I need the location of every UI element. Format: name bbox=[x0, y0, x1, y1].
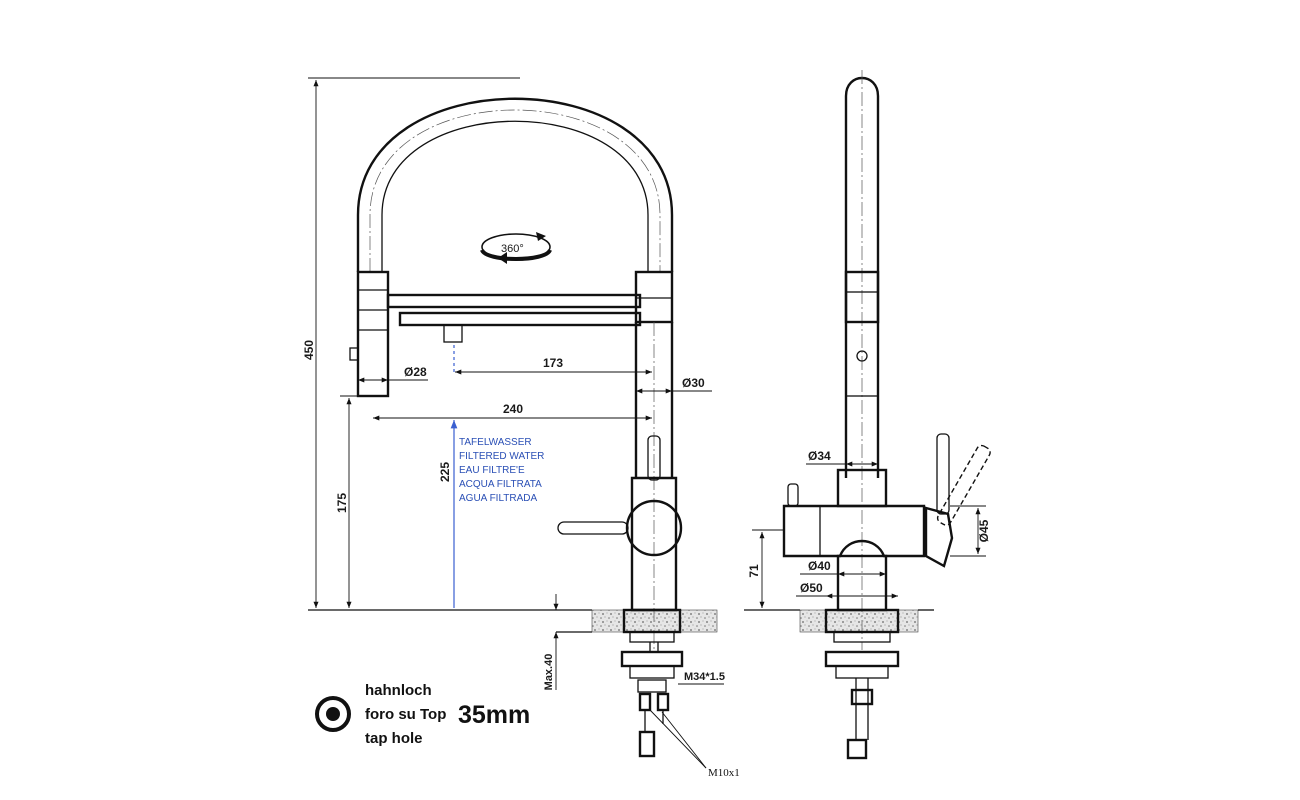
right-collar bbox=[634, 270, 674, 324]
rotation-360-icon: 360° bbox=[480, 232, 552, 264]
side-head bbox=[845, 291, 879, 397]
side-knob bbox=[787, 483, 799, 507]
side-lever-joint bbox=[924, 506, 954, 568]
hose-fitting-2 bbox=[656, 692, 670, 712]
dim-head-diameter: Ø28 bbox=[404, 365, 427, 379]
dim-tube-diameter: Ø30 bbox=[682, 376, 705, 390]
filtered-water-label-it: ACQUA FILTRATA bbox=[459, 479, 542, 490]
arch-spout-inner bbox=[381, 120, 649, 272]
dim-filtered-height: 225 bbox=[438, 462, 452, 482]
side-cartridge bbox=[782, 504, 926, 558]
spray-button bbox=[349, 347, 359, 361]
dim-spout-height: 175 bbox=[335, 493, 349, 513]
filter-outlet bbox=[443, 324, 463, 343]
side-lever bbox=[936, 433, 950, 515]
side-lever-ghost bbox=[936, 444, 991, 526]
tap-hole-label-en: tap hole bbox=[365, 730, 423, 747]
lever-hub bbox=[625, 499, 683, 557]
dim-body-diameter: Ø34 bbox=[808, 449, 831, 463]
dim-total-reach: 240 bbox=[503, 402, 523, 416]
upper-bar bbox=[386, 293, 642, 309]
countertop-front bbox=[591, 609, 718, 633]
dim-thread: M34*1.5 bbox=[684, 671, 725, 683]
top-lever bbox=[647, 435, 661, 481]
dim-base-diameter: Ø40 bbox=[808, 559, 831, 573]
clamp-nut bbox=[620, 650, 684, 668]
side-view: Ø34 Ø45 71 Ø40 Ø50 bbox=[744, 70, 991, 760]
tap-hole-icon bbox=[315, 696, 351, 732]
countertop-side bbox=[799, 609, 919, 633]
dim-max-counter: Max.40 bbox=[543, 654, 555, 691]
filtered-water-label-es: AGUA FILTRADA bbox=[459, 493, 537, 504]
filter-lever bbox=[557, 521, 629, 535]
hose-thread-label: M10x1 bbox=[708, 767, 740, 779]
dim-side-height: 71 bbox=[747, 564, 761, 578]
dim-lever-diameter: Ø45 bbox=[977, 519, 991, 542]
dim-flange-diameter: Ø50 bbox=[800, 581, 823, 595]
side-hose-end bbox=[846, 738, 868, 760]
arch-spout-outer bbox=[356, 97, 674, 272]
filtered-water-label-fr: EAU FILTRE'E bbox=[459, 465, 525, 476]
filtered-water-label-de: TAFELWASSER bbox=[459, 437, 532, 448]
filtered-water-label-en: FILTERED WATER bbox=[459, 451, 544, 462]
side-button bbox=[856, 350, 868, 362]
tap-hole-label-it: foro su Top bbox=[365, 706, 446, 723]
tap-hole-size: 35mm bbox=[458, 701, 530, 729]
dim-overall-height: 450 bbox=[302, 340, 316, 360]
tap-hole-legend: hahnloch foro su Top tap hole 35mm bbox=[315, 682, 530, 747]
tap-hole-label-de: hahnloch bbox=[365, 682, 432, 699]
spray-head bbox=[356, 270, 390, 398]
lower-bar bbox=[398, 311, 642, 327]
hose-fitting-1 bbox=[638, 692, 652, 712]
side-clamp-nut bbox=[824, 650, 900, 668]
rotation-label: 360° bbox=[501, 243, 524, 255]
hose-end bbox=[638, 730, 656, 758]
dim-inner-reach: 173 bbox=[543, 356, 563, 370]
front-view: M10x1 360° 450 175 Ø28 173 Ø30 240 bbox=[302, 77, 740, 779]
